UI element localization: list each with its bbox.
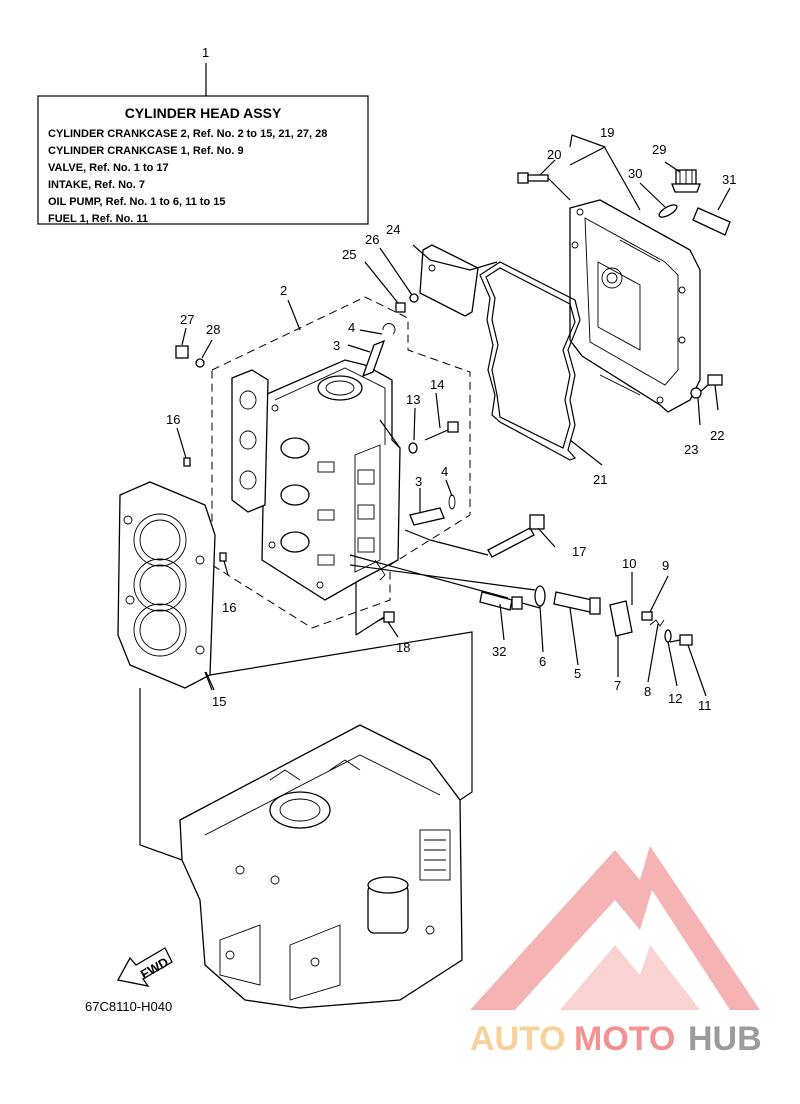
washer-28 [195,358,205,368]
dowel-pin-lower [219,552,227,562]
clip-upper [382,323,396,335]
callout-29: 29 [652,142,666,157]
bolt-11 [669,634,693,646]
exhaust-cover-gasket [231,369,269,513]
callout-23: 23 [684,442,698,457]
callout-4-upper: 4 [348,320,355,335]
callout-12: 12 [668,691,682,706]
callout-20: 20 [547,147,561,162]
callout-17: 17 [572,544,586,559]
leader-lines [139,631,473,861]
diagram-code: 67C8110-H040 [85,999,172,1014]
callout-21: 21 [593,472,607,487]
callout-31: 31 [722,172,736,187]
callout-18: 18 [396,640,410,655]
lever [609,600,633,637]
callout-11: 11 [698,698,712,713]
plate [419,244,479,317]
oil-seal [534,585,546,607]
bolt-25 [395,302,406,313]
callout-3-lower: 3 [415,474,422,489]
watermark-logo [470,846,760,1010]
cylinder-head [261,359,401,601]
watermark-hub: HUB [688,1020,762,1058]
callout-10: 10 [622,556,636,571]
callout-32: 32 [492,644,506,659]
callout-28: 28 [206,322,220,337]
screw-9 [641,611,653,621]
assembly-dashed-outline [211,296,471,629]
head-gasket [117,481,216,689]
callout-7: 7 [614,678,621,693]
callout-16-lower: 16 [222,600,236,615]
o-ring-30 [658,204,678,218]
cover-gasket [479,261,581,461]
callout-4-lower: 4 [441,464,448,479]
callout-24: 24 [386,222,400,237]
callout-8: 8 [644,684,651,699]
title-box-line-6: FUEL 1, Ref. No. 11 [48,213,148,225]
washer-12 [664,629,672,643]
washer-26 [409,293,419,303]
callout-9: 9 [662,558,669,573]
callout-30: 30 [628,166,642,181]
title-box-line-5: OIL PUMP, Ref. No. 1 to 6, 11 to 15 [48,196,225,208]
watermark-auto: AUTO [470,1020,566,1058]
bolt-20 [517,172,571,201]
bolt-22 [699,374,723,393]
callout-1: 1 [202,45,209,60]
cylinder-cover [569,199,701,413]
label-31 [692,207,731,236]
title-box-line-1: CYLINDER CRANKCASE 2, Ref. No. 2 to 15, … [48,128,327,140]
dowel-pin-upper [183,457,191,467]
callout-16-upper: 16 [166,412,180,427]
callout-27: 27 [180,312,194,327]
callout-26: 26 [365,232,379,247]
callout-22: 22 [710,428,724,443]
title-box-line-2: CYLINDER CRANKCASE 1, Ref. No. 9 [48,145,244,157]
callout-15: 15 [212,694,226,709]
shaft [553,591,601,615]
fwd-arrow: FWD [117,947,173,987]
callout-2: 2 [280,283,287,298]
callout-14: 14 [430,377,444,392]
bolt-27 [175,345,189,359]
callout-3-upper: 3 [333,338,340,353]
oil-filler-cap [671,169,701,193]
title-box: 1 CYLINDER HEAD ASSY CYLINDER CRANKCASE … [37,45,369,225]
clip-lower [448,494,456,510]
watermark-text: AUTO MOTO HUB [470,1020,762,1058]
callout-13: 13 [406,392,420,407]
title-box-heading: CYLINDER HEAD ASSY [125,105,282,121]
callout-numbers: 2 3 3 4 4 5 6 7 8 9 10 11 12 13 14 15 16… [166,125,736,713]
watermark-moto: MOTO [574,1020,675,1058]
callout-6: 6 [539,654,546,669]
callout-25: 25 [342,247,356,262]
bolt-14 [424,421,459,441]
spark-plug [479,591,541,611]
washer-13 [408,442,418,454]
valve-guide-lower [409,507,445,526]
title-box-line-4: INTAKE, Ref. No. 7 [48,179,145,191]
spring-8 [649,619,665,627]
callout-5: 5 [574,666,581,681]
cylinder-crankcase [179,724,463,1009]
valve-guide-upper [361,339,386,378]
callout-leaders [176,134,731,697]
title-box-line-3: VALVE, Ref. No. 1 to 17 [48,162,169,174]
washer-23 [690,387,702,399]
callout-19: 19 [600,125,614,140]
bolt-17 [487,514,545,558]
